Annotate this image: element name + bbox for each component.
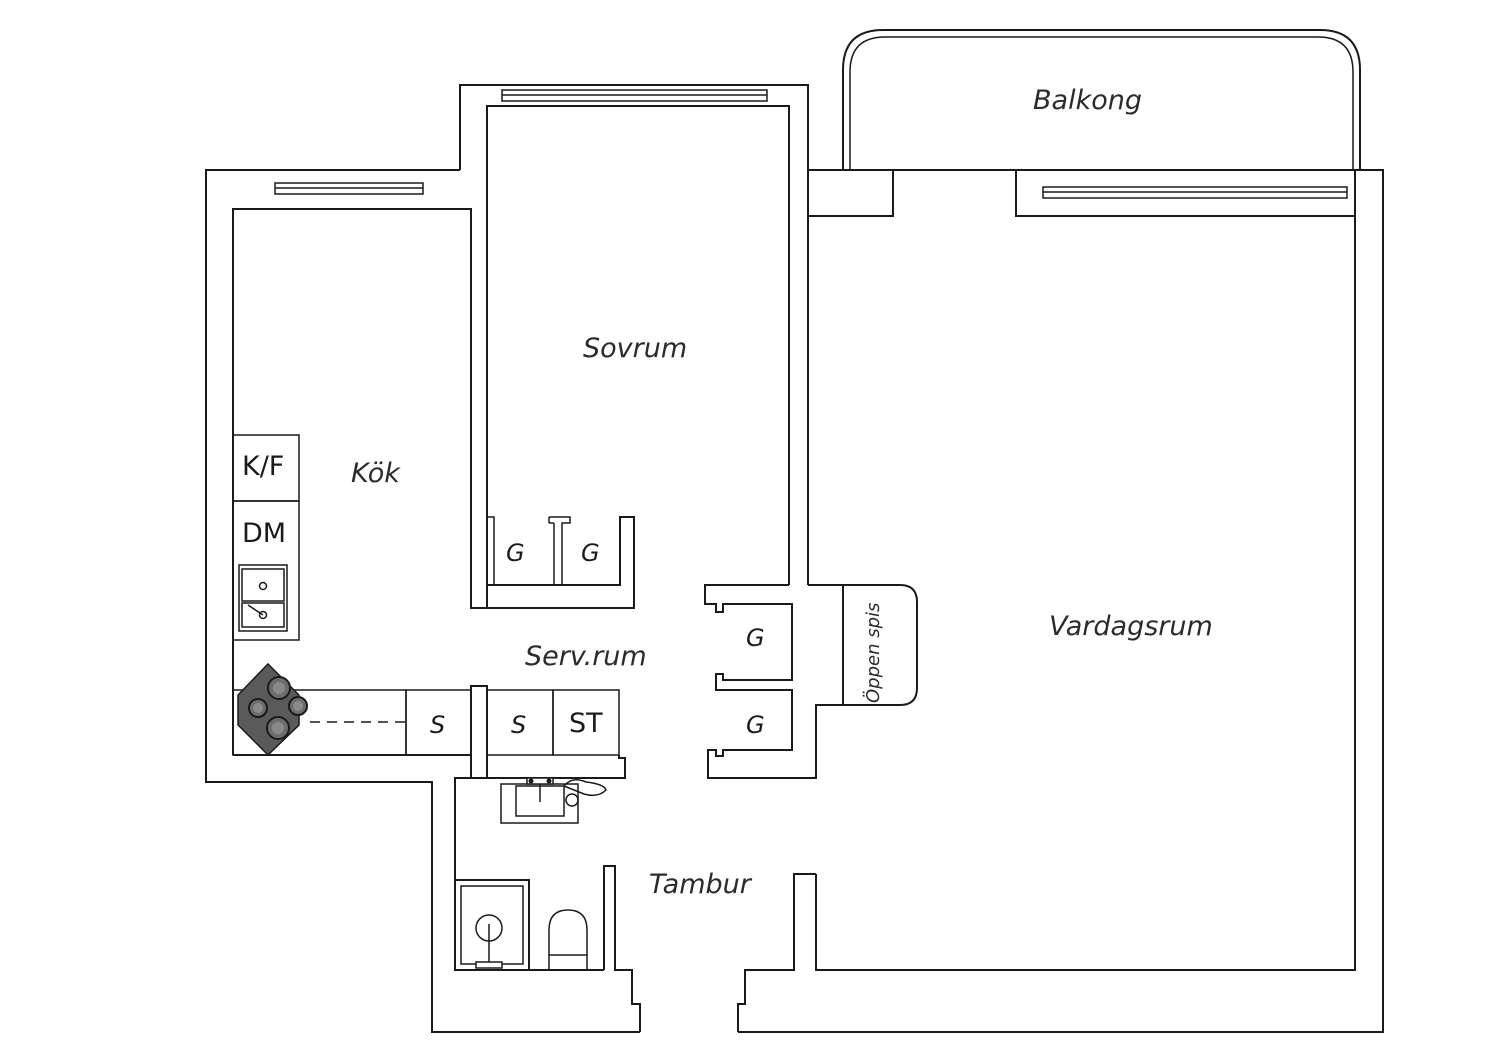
fixture-label-cabinet-st: ST [569,708,603,739]
room-label-living-room: Vardagsrum [1049,611,1213,642]
windows [274,89,1348,199]
fixture-label-cabinet-s-2: S [511,711,526,739]
toilet-icon [548,909,588,971]
room-label-balcony: Balkong [1033,85,1142,116]
fixture-label-wardrobe-1: G [506,539,525,567]
fixture-label-cabinet-s-1: S [430,711,445,739]
room-label-hall: Tambur [649,869,753,900]
fixture-label-wardrobe-2: G [581,539,600,567]
hall-wardrobes [704,584,843,779]
kitchen-fixtures [232,434,620,779]
stove-icon [237,662,308,757]
bedroom-wardrobes [471,516,635,609]
room-label-bedroom: Sovrum [583,333,687,364]
shower-icon [454,879,530,971]
room-label-kitchen: Kök [351,458,401,489]
fixture-label-fridge-freezer: K/F [242,451,284,482]
fixture-label-wardrobe-3: G [746,624,765,652]
outer-walls [205,84,1384,1033]
fixture-label-wardrobe-4: G [746,711,765,739]
fixture-label-fireplace: Öppen spis [862,603,884,703]
fireplace [842,584,918,706]
fixture-label-dishwasher: DM [242,518,286,549]
bathroom-fixtures [454,755,626,971]
washbasin-icon [500,777,607,824]
room-label-service-room: Serv.rum [525,641,647,672]
balcony [842,29,1361,170]
